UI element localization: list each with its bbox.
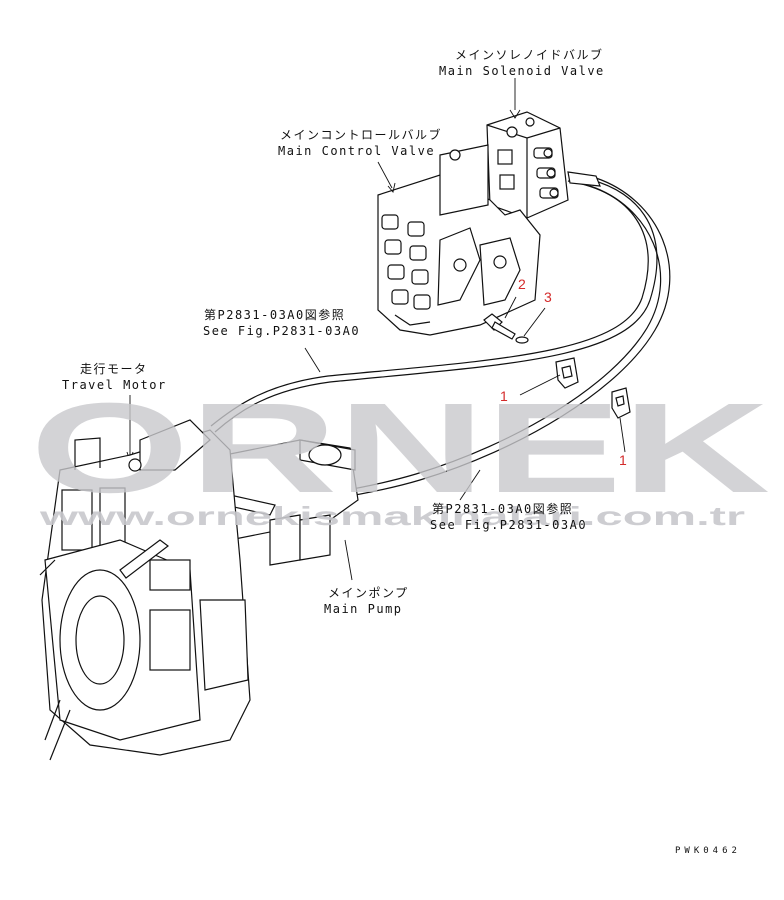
main-control-valve-label-en: Main Control Valve <box>278 144 436 158</box>
main-pump <box>199 439 359 566</box>
see-fig-upper-en: See Fig.P2831-03A0 <box>203 324 361 338</box>
callout-1a: 1 <box>500 388 508 404</box>
see-fig-lower-jp: 第P2831-03A0図参照 <box>432 502 574 516</box>
washer-part-3 <box>515 336 529 344</box>
see-fig-lower-en: See Fig.P2831-03A0 <box>430 518 588 532</box>
clamp-part-1b <box>611 387 631 419</box>
main-solenoid-valve-label-jp: メインソレノイドバルブ <box>455 48 604 62</box>
main-pump-label-en: Main Pump <box>324 602 403 616</box>
hose-lower-inner <box>282 185 662 501</box>
hose-upper-inner <box>210 180 649 427</box>
clamp-part-1a <box>555 357 579 389</box>
callout-3: 3 <box>544 289 552 305</box>
bolt-part-2 <box>483 313 516 340</box>
main-solenoid-valve <box>486 111 601 223</box>
pilot-hoses <box>210 174 671 507</box>
callout-2: 2 <box>518 276 526 292</box>
main-pump-label-jp: メインポンプ <box>328 586 409 600</box>
main-control-valve <box>377 144 541 336</box>
travel-motor-label-jp: 走行モータ <box>80 362 148 376</box>
watermark-site: www.ornekismakinalari.com.tr <box>38 501 745 531</box>
leader-lines <box>126 78 626 581</box>
main-solenoid-valve-label-en: Main Solenoid Valve <box>439 64 605 78</box>
watermark-brand: ORNEK <box>30 377 770 520</box>
hose-upper-outer <box>214 174 658 433</box>
travel-motor-assembly <box>39 419 251 761</box>
main-control-valve-label-jp: メインコントロールバルブ <box>280 128 443 142</box>
travel-motor-label-en: Travel Motor <box>62 378 167 392</box>
see-fig-upper-jp: 第P2831-03A0図参照 <box>204 308 346 322</box>
callout-1b: 1 <box>619 452 627 468</box>
hose-lower-outer <box>284 177 671 507</box>
drawing-code: PWK0462 <box>675 846 741 856</box>
